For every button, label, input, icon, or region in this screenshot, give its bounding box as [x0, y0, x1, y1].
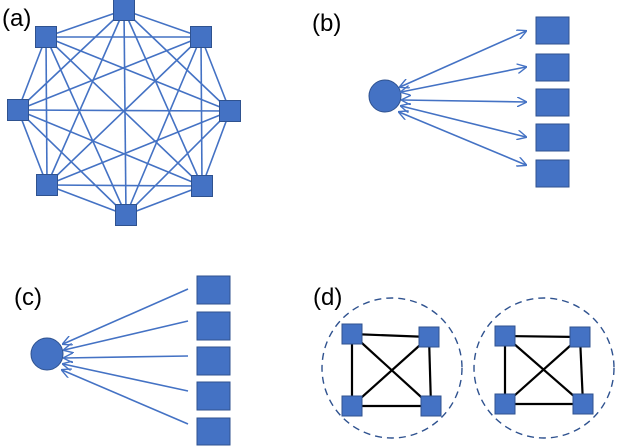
hub-node-c	[30, 337, 64, 371]
node-a-5	[115, 204, 137, 226]
edge-a-5-6	[46, 184, 127, 216]
edge-a-2-5	[125, 36, 202, 216]
node-c-2	[196, 311, 231, 341]
node-d1-1	[341, 323, 363, 345]
node-c-3	[196, 346, 231, 376]
node-c-4	[196, 381, 231, 411]
edge-a-7-8	[17, 36, 47, 111]
hub-node-b	[368, 79, 402, 113]
node-a-3	[219, 100, 241, 122]
node-c-5	[196, 417, 231, 446]
node-a-8	[35, 26, 57, 48]
edge-a-3-8	[45, 36, 231, 112]
edge-a-2-7	[17, 36, 202, 111]
edge-c-4	[63, 364, 189, 392]
edge-a-6-8	[45, 36, 48, 186]
panel-label-d: (d)	[313, 284, 342, 311]
cluster-1	[341, 323, 442, 417]
edge-b-3	[402, 100, 526, 102]
edge-a-4-7	[17, 109, 203, 187]
panel-c-gather-star	[30, 275, 231, 446]
edge-a-5-8	[45, 36, 127, 216]
edge-d2-2-3	[504, 336, 581, 405]
edge-d1-1-2	[351, 332, 430, 339]
edge-a-1-8	[45, 9, 125, 38]
node-d2-1	[494, 325, 516, 347]
panel-label-a: (a)	[2, 5, 31, 32]
node-d2-2	[569, 326, 591, 348]
edge-c-3	[64, 356, 189, 358]
node-b-2	[535, 53, 570, 82]
edge-a-4-8	[45, 36, 203, 187]
node-a-1	[113, 0, 135, 21]
edge-a-2-3	[200, 36, 231, 112]
edge-a-1-4	[123, 9, 203, 187]
edge-a-4-5	[125, 185, 203, 216]
node-d2-3	[494, 393, 516, 415]
edge-a-4-6	[46, 184, 203, 187]
edge-a-1-6	[46, 9, 125, 186]
edge-a-3-4	[201, 110, 231, 187]
node-b-1	[535, 16, 570, 45]
node-c-1	[196, 275, 231, 305]
cluster-2	[494, 325, 594, 415]
cluster-boundary-2	[473, 297, 615, 439]
edge-a-3-6	[46, 110, 231, 186]
node-a-4	[191, 175, 213, 197]
node-b-4	[535, 123, 570, 152]
node-a-2	[190, 26, 212, 48]
edge-d1-2-4	[427, 336, 433, 407]
panel-label-c: (c)	[14, 284, 42, 311]
node-b-3	[535, 88, 570, 117]
node-a-6	[36, 174, 58, 196]
edge-d1-2-3	[351, 336, 430, 407]
edge-d2-2-4	[578, 336, 585, 405]
edge-a-1-2	[123, 9, 202, 38]
edge-a-6-7	[17, 109, 48, 186]
node-d1-2	[418, 326, 440, 348]
panel-d-clusters	[321, 297, 615, 439]
panel-b-bidirectional-star	[368, 16, 570, 188]
panel-label-b: (b)	[312, 10, 341, 37]
edge-c-5	[62, 370, 189, 425]
node-d1-3	[341, 395, 363, 417]
cluster-boundary-1	[321, 297, 463, 439]
edge-c-1	[63, 288, 189, 344]
edge-a-5-7	[17, 109, 127, 216]
edge-b-1	[400, 31, 526, 87]
edge-d2-1-2	[504, 334, 581, 339]
node-b-5	[535, 159, 570, 188]
panel-a-full-mesh	[7, 0, 241, 226]
edge-c-2	[64, 320, 189, 350]
edge-b-2	[401, 67, 526, 92]
node-a-7	[7, 99, 29, 121]
node-d1-4	[420, 395, 442, 417]
node-d2-4	[572, 393, 594, 415]
edge-b-5	[399, 112, 526, 165]
